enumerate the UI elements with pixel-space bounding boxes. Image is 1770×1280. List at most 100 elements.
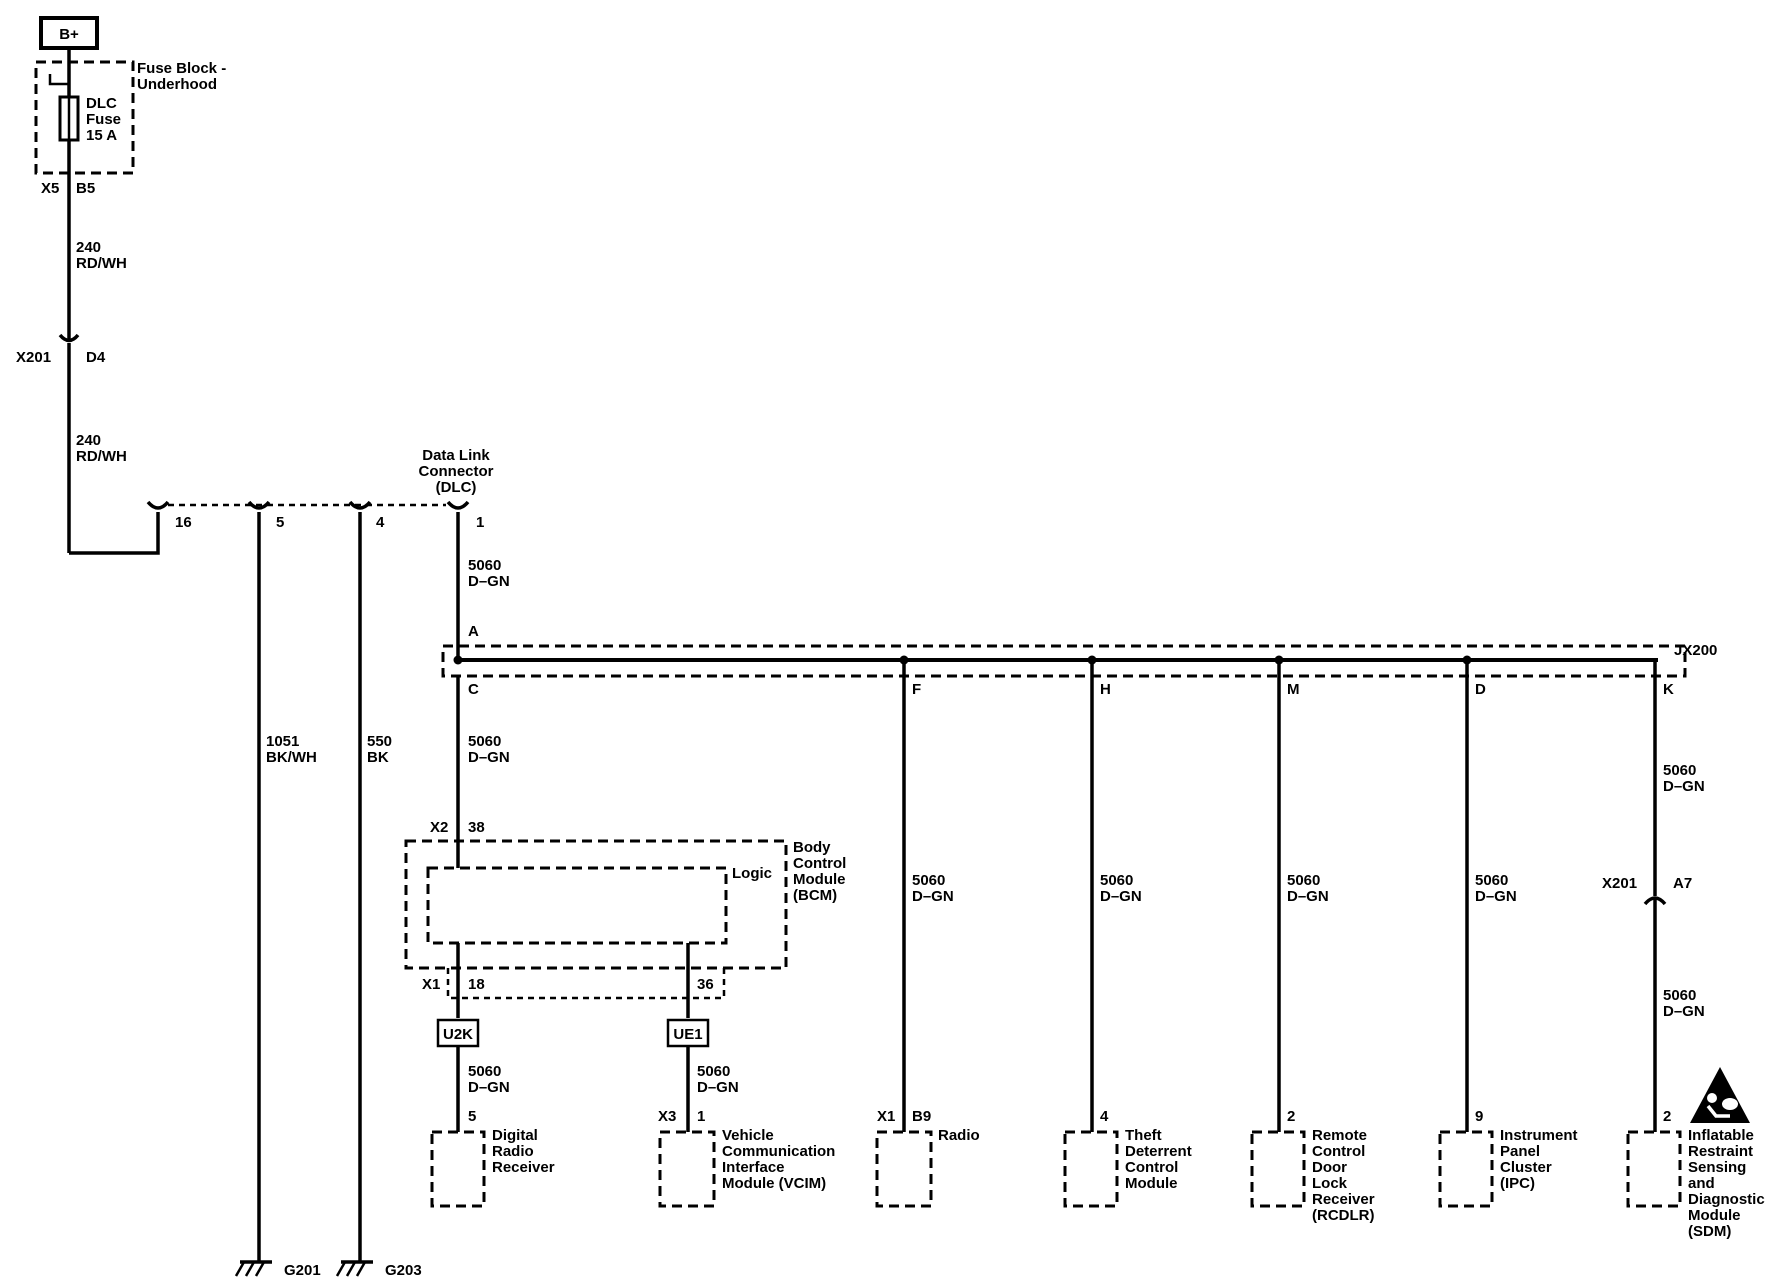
wire-5060-circuit-sdm: 5060 <box>1663 987 1696 1004</box>
module-theft-deterrent: 4 Theft Deterrent Control Module <box>1063 1108 1192 1208</box>
sdm-name-line3: Sensing <box>1688 1159 1746 1176</box>
vcim-name-line4: Module (VCIM) <box>722 1175 826 1192</box>
x201-d4-pin: D4 <box>86 349 106 366</box>
power-source-b-plus: B+ <box>39 16 99 50</box>
ground-g203: G203 <box>335 1260 422 1279</box>
drr-name-line1: Digital <box>492 1127 538 1144</box>
wire-5060-color-vcim: D–GN <box>697 1079 739 1096</box>
wire-550-circuit: 550 <box>367 733 392 750</box>
wire-5060-circuit-bcm: 5060 <box>468 733 501 750</box>
ipc-name-line1: Instrument <box>1500 1127 1578 1144</box>
sdm-name-line1: Inflatable <box>1688 1127 1754 1144</box>
bcm-logic-label: Logic <box>732 865 772 882</box>
inline-connector-x201-a7: X201 A7 <box>1602 875 1692 1132</box>
wire-5060-color-bcm: D–GN <box>468 749 510 766</box>
wire-550-color: BK <box>367 749 389 766</box>
radio-connector: X1 <box>877 1108 895 1125</box>
dlc-name-line1: Data Link <box>422 447 490 464</box>
fuse-block-underhood: Fuse Block - Underhood DLC Fuse 15 A X5 … <box>34 48 226 340</box>
bcm-name-line1: Body <box>793 839 831 856</box>
sdm-name-line4: and <box>1688 1175 1715 1192</box>
fuse-label-line3: 15 A <box>86 127 117 144</box>
vcim-name-line1: Vehicle <box>722 1127 774 1144</box>
splice-pack-jx200: JX200 A C F H M D K <box>441 623 1717 698</box>
dlc-pin-4: 4 <box>376 514 385 531</box>
rcdlr-name-line4: Lock <box>1312 1175 1348 1192</box>
sdm-name-line6: Module <box>1688 1207 1741 1224</box>
sdm-name-line5: Diagnostic <box>1688 1191 1765 1208</box>
rcdlr-name-line1: Remote <box>1312 1127 1367 1144</box>
drr-pin: 5 <box>468 1108 476 1125</box>
wire-5060-circuit-tdcm: 5060 <box>1100 872 1133 889</box>
radio-name: Radio <box>938 1127 980 1144</box>
inline-connector-x201-d4: X201 D4 <box>16 333 106 553</box>
wire-240-color-lower: RD/WH <box>76 448 127 465</box>
tdcm-name-line1: Theft <box>1125 1127 1162 1144</box>
rcdlr-name-line3: Door <box>1312 1159 1347 1176</box>
vcim-name-line2: Communication <box>722 1143 835 1160</box>
option-badge-ue1: UE1 <box>666 1018 710 1048</box>
splice-pin-h: H <box>1100 681 1111 698</box>
wire-240-circuit-lower: 240 <box>76 432 101 449</box>
sdm-name-line7: (SDM) <box>1688 1223 1731 1240</box>
dlc-name-line3: (DLC) <box>436 479 477 496</box>
wire-5060-color-ipc: D–GN <box>1475 888 1517 905</box>
wire-5060-circuit-radio: 5060 <box>912 872 945 889</box>
bcm-pin-36: 36 <box>697 976 714 993</box>
splice-pin-m: M <box>1287 681 1300 698</box>
ground-g201: G201 <box>234 1260 321 1279</box>
wire-5060-color-sdm: D–GN <box>1663 1003 1705 1020</box>
module-sdm: 2 Inflatable Restraint Sensing and Diagn… <box>1626 1108 1765 1240</box>
ground-g203-label: G203 <box>385 1262 422 1279</box>
ue1-label: UE1 <box>673 1026 702 1043</box>
module-radio: X1 B9 Radio <box>875 1108 980 1208</box>
power-label: B+ <box>59 26 79 43</box>
module-rcdlr: 2 Remote Control Door Lock Receiver (RCD… <box>1250 1108 1375 1224</box>
drr-name-line2: Radio <box>492 1143 534 1160</box>
ipc-name-line4: (IPC) <box>1500 1175 1535 1192</box>
module-digital-radio-receiver: 5 Digital Radio Receiver <box>430 1108 555 1208</box>
wire-5060-circuit-k: 5060 <box>1663 762 1696 779</box>
rcdlr-name-line5: Receiver <box>1312 1191 1375 1208</box>
wire-5060-circuit-drr: 5060 <box>468 1063 501 1080</box>
x201-d4-connector: X201 <box>16 349 51 366</box>
fuse-label-line1: DLC <box>86 95 117 112</box>
splice-pin-f: F <box>912 681 921 698</box>
module-instrument-panel-cluster: 9 Instrument Panel Cluster (IPC) <box>1438 1108 1578 1208</box>
bcm-pin-18: 18 <box>468 976 485 993</box>
ipc-name-line3: Cluster <box>1500 1159 1552 1176</box>
rcdlr-name-line6: (RCDLR) <box>1312 1207 1374 1224</box>
fuse-block-connector: X5 <box>41 180 59 197</box>
fuse-block-name-line2: Underhood <box>137 76 217 93</box>
ipc-name-line2: Panel <box>1500 1143 1540 1160</box>
ground-g201-label: G201 <box>284 1262 321 1279</box>
wire-5060-circuit-vcim: 5060 <box>697 1063 730 1080</box>
splice-pin-k: K <box>1663 681 1674 698</box>
splice-pin-d: D <box>1475 681 1486 698</box>
vcim-connector: X3 <box>658 1108 676 1125</box>
wire-5060-color-k: D–GN <box>1663 778 1705 795</box>
wire-5060-color-dlc: D–GN <box>468 573 510 590</box>
wire-240-color-upper: RD/WH <box>76 255 127 272</box>
splice-pin-c: C <box>468 681 479 698</box>
vcim-name-line3: Interface <box>722 1159 785 1176</box>
wire-5060-circuit-ipc: 5060 <box>1475 872 1508 889</box>
data-link-connector: 16 5 4 1 Data Link Connector (DLC) <box>146 447 494 1262</box>
wire-1051-color: BK/WH <box>266 749 317 766</box>
dlc-pin-16: 16 <box>175 514 192 531</box>
body-control-module: X2 38 Logic Body Control Module (BCM) X1… <box>404 819 846 1018</box>
wire-5060-circuit-dlc: 5060 <box>468 557 501 574</box>
airbag-warning-icon <box>1690 1067 1750 1123</box>
bcm-connector-x1: X1 <box>422 976 440 993</box>
module-vcim: X3 1 Vehicle Communication Interface Mod… <box>658 1108 835 1208</box>
radio-pin: B9 <box>912 1108 931 1125</box>
x201-a7-connector: X201 <box>1602 875 1637 892</box>
option-badge-u2k: U2K <box>436 1018 480 1048</box>
bcm-name-line3: Module <box>793 871 846 888</box>
u2k-label: U2K <box>443 1026 473 1043</box>
dlc-pin-5: 5 <box>276 514 284 531</box>
tdcm-name-line2: Deterrent <box>1125 1143 1192 1160</box>
sdm-pin: 2 <box>1663 1108 1671 1125</box>
vcim-pin: 1 <box>697 1108 705 1125</box>
bcm-connector-x2: X2 <box>430 819 448 836</box>
